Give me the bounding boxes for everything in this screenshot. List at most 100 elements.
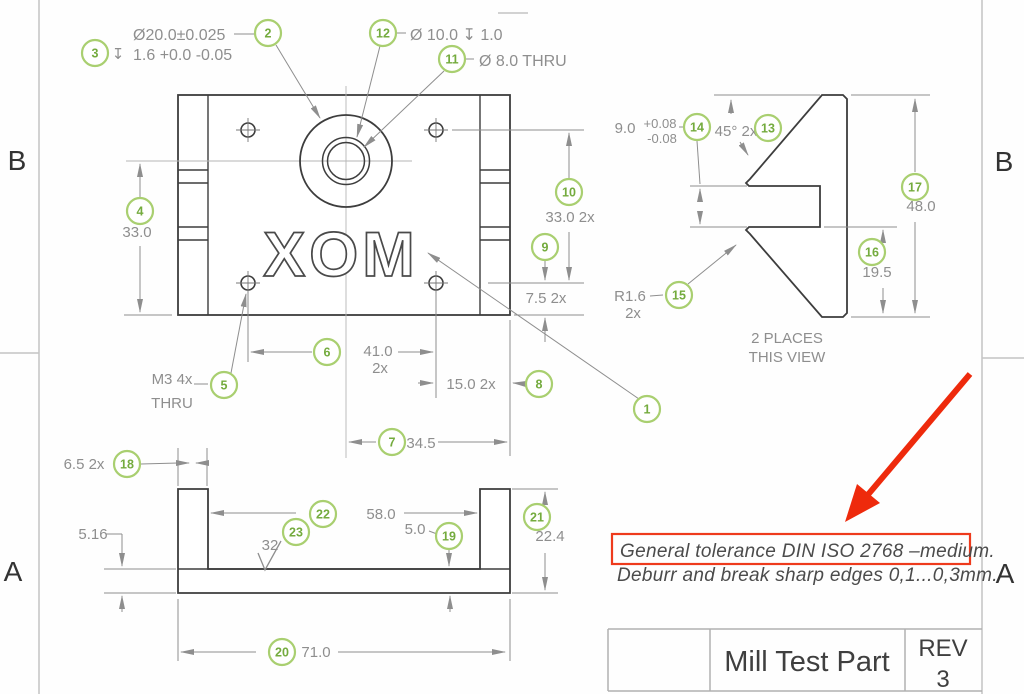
dim-5-16: 5.16 — [78, 526, 107, 543]
svg-text:9: 9 — [542, 241, 549, 255]
side-view-outline — [744, 94, 848, 318]
callout-counterbore: Ø 10.0 ↧ 1.0 — [410, 27, 503, 44]
balloon-2: 2 — [253, 18, 283, 48]
balloon-9: 9 — [530, 232, 560, 262]
svg-text:19: 19 — [442, 530, 456, 544]
balloon-15: 15 — [664, 280, 694, 310]
note-general-tolerance: General tolerance DIN ISO 2768 –medium. — [620, 541, 995, 562]
rev-label: REV — [918, 635, 967, 662]
balloon-13: 13 — [753, 113, 783, 143]
red-annotation: General tolerance DIN ISO 2768 –medium. … — [610, 372, 998, 586]
callout-m3-thru: THRU — [151, 395, 193, 412]
top-view: XOM — [126, 86, 511, 458]
balloon-callouts: 1 2 3 4 5 6 7 8 9 10 11 12 13 14 15 16 1… — [80, 18, 930, 667]
balloon-14: 14 — [682, 112, 712, 142]
balloon-20: 20 — [267, 637, 297, 667]
balloon-17: 17 — [900, 172, 930, 202]
svg-text:16: 16 — [865, 246, 879, 260]
dim-32-finish: 32 — [262, 537, 279, 554]
zone-letter-b-right: B — [995, 146, 1014, 177]
svg-text:2: 2 — [265, 27, 272, 41]
balloon-8: 8 — [524, 369, 554, 399]
title-block: Mill Test Part REV 3 — [607, 628, 982, 693]
balloon-21: 21 — [522, 502, 552, 532]
dim-45deg: 45° 2x — [715, 123, 758, 140]
balloon-16: 16 — [857, 237, 887, 267]
svg-text:5: 5 — [221, 379, 228, 393]
dim-33-right: 33.0 2x — [545, 209, 595, 226]
rev-value: 3 — [936, 666, 949, 693]
balloon-11: 11 — [437, 44, 467, 74]
red-arrow-shaft — [863, 372, 973, 499]
dim-r1-6-qty: 2x — [625, 305, 641, 322]
zone-letter-a-right: A — [996, 558, 1015, 589]
dim-15: 15.0 2x — [446, 376, 496, 393]
balloon-18: 18 — [112, 449, 142, 479]
balloon-5: 5 — [209, 370, 239, 400]
balloon-12: 12 — [368, 18, 398, 48]
callout-boss-diameter: Ø20.0±0.025 — [133, 27, 226, 44]
svg-text:8: 8 — [536, 378, 543, 392]
svg-text:10: 10 — [562, 186, 576, 200]
dimension-lines — [104, 32, 930, 661]
dim-9-tol-plus: +0.08 — [644, 116, 677, 131]
balloon-23: 23 — [281, 517, 311, 547]
dim-9: 9.0 — [615, 120, 636, 137]
front-view-outline — [177, 488, 511, 594]
svg-text:22: 22 — [316, 508, 330, 522]
svg-text:12: 12 — [376, 27, 390, 41]
dimension-texts: Ø20.0±0.025 1.6 +0.0 -0.05 ↧ Ø 10.0 ↧ 1.… — [64, 27, 936, 661]
center-boss-circles — [299, 114, 393, 208]
flange-edges — [178, 95, 510, 315]
dim-r1-6: R1.6 — [614, 288, 646, 305]
dim-34-5: 34.5 — [406, 435, 435, 452]
red-arrow-head — [845, 484, 880, 522]
svg-text:17: 17 — [908, 181, 922, 195]
callout-thru-hole: Ø 8.0 THRU — [479, 53, 567, 70]
balloon-22: 22 — [308, 499, 338, 529]
dim-5-0: 5.0 — [405, 521, 426, 538]
note-this-view: THIS VIEW — [749, 349, 827, 366]
dim-58: 58.0 — [366, 506, 395, 523]
callout-m3: M3 4x — [152, 371, 193, 388]
balloon-6: 6 — [312, 337, 342, 367]
dim-19-5: 19.5 — [862, 264, 891, 281]
dim-9-tol-minus: -0.08 — [647, 131, 677, 146]
balloon-3: 3 — [80, 38, 110, 68]
svg-text:4: 4 — [137, 205, 144, 219]
dim-41: 41.0 — [363, 343, 392, 360]
part-name: Mill Test Part — [724, 646, 889, 678]
balloon-19: 19 — [434, 521, 464, 551]
svg-text:7: 7 — [389, 436, 396, 450]
svg-text:3: 3 — [92, 47, 99, 61]
svg-text:15: 15 — [672, 289, 686, 303]
highlight-box — [610, 532, 972, 566]
svg-text:20: 20 — [275, 646, 289, 660]
dim-7-5: 7.5 2x — [526, 290, 567, 307]
svg-text:18: 18 — [120, 458, 134, 472]
callout-boss-height: 1.6 +0.0 -0.05 — [133, 47, 232, 64]
svg-text:21: 21 — [530, 511, 544, 525]
svg-text:23: 23 — [289, 526, 303, 540]
engraved-logo-text: XOM — [263, 220, 419, 290]
svg-text:11: 11 — [445, 53, 458, 67]
balloon-4: 4 — [125, 196, 155, 226]
side-view — [744, 94, 848, 318]
front-view — [177, 488, 511, 594]
balloon-1: 1 — [632, 394, 662, 424]
zone-letter-a-left: A — [4, 556, 23, 587]
dim-22-4: 22.4 — [535, 528, 564, 545]
balloon-7: 7 — [377, 427, 407, 457]
note-2-places: 2 PLACES — [751, 330, 823, 347]
dim-48: 48.0 — [906, 198, 935, 215]
dim-6-5: 6.5 2x — [64, 456, 105, 473]
depth-symbol-icon: ↧ — [112, 46, 125, 63]
surface-finish-icon — [257, 540, 282, 572]
svg-text:1: 1 — [644, 403, 651, 417]
svg-text:14: 14 — [690, 121, 704, 135]
dim-33-left: 33.0 — [122, 224, 151, 241]
svg-text:13: 13 — [761, 122, 775, 136]
